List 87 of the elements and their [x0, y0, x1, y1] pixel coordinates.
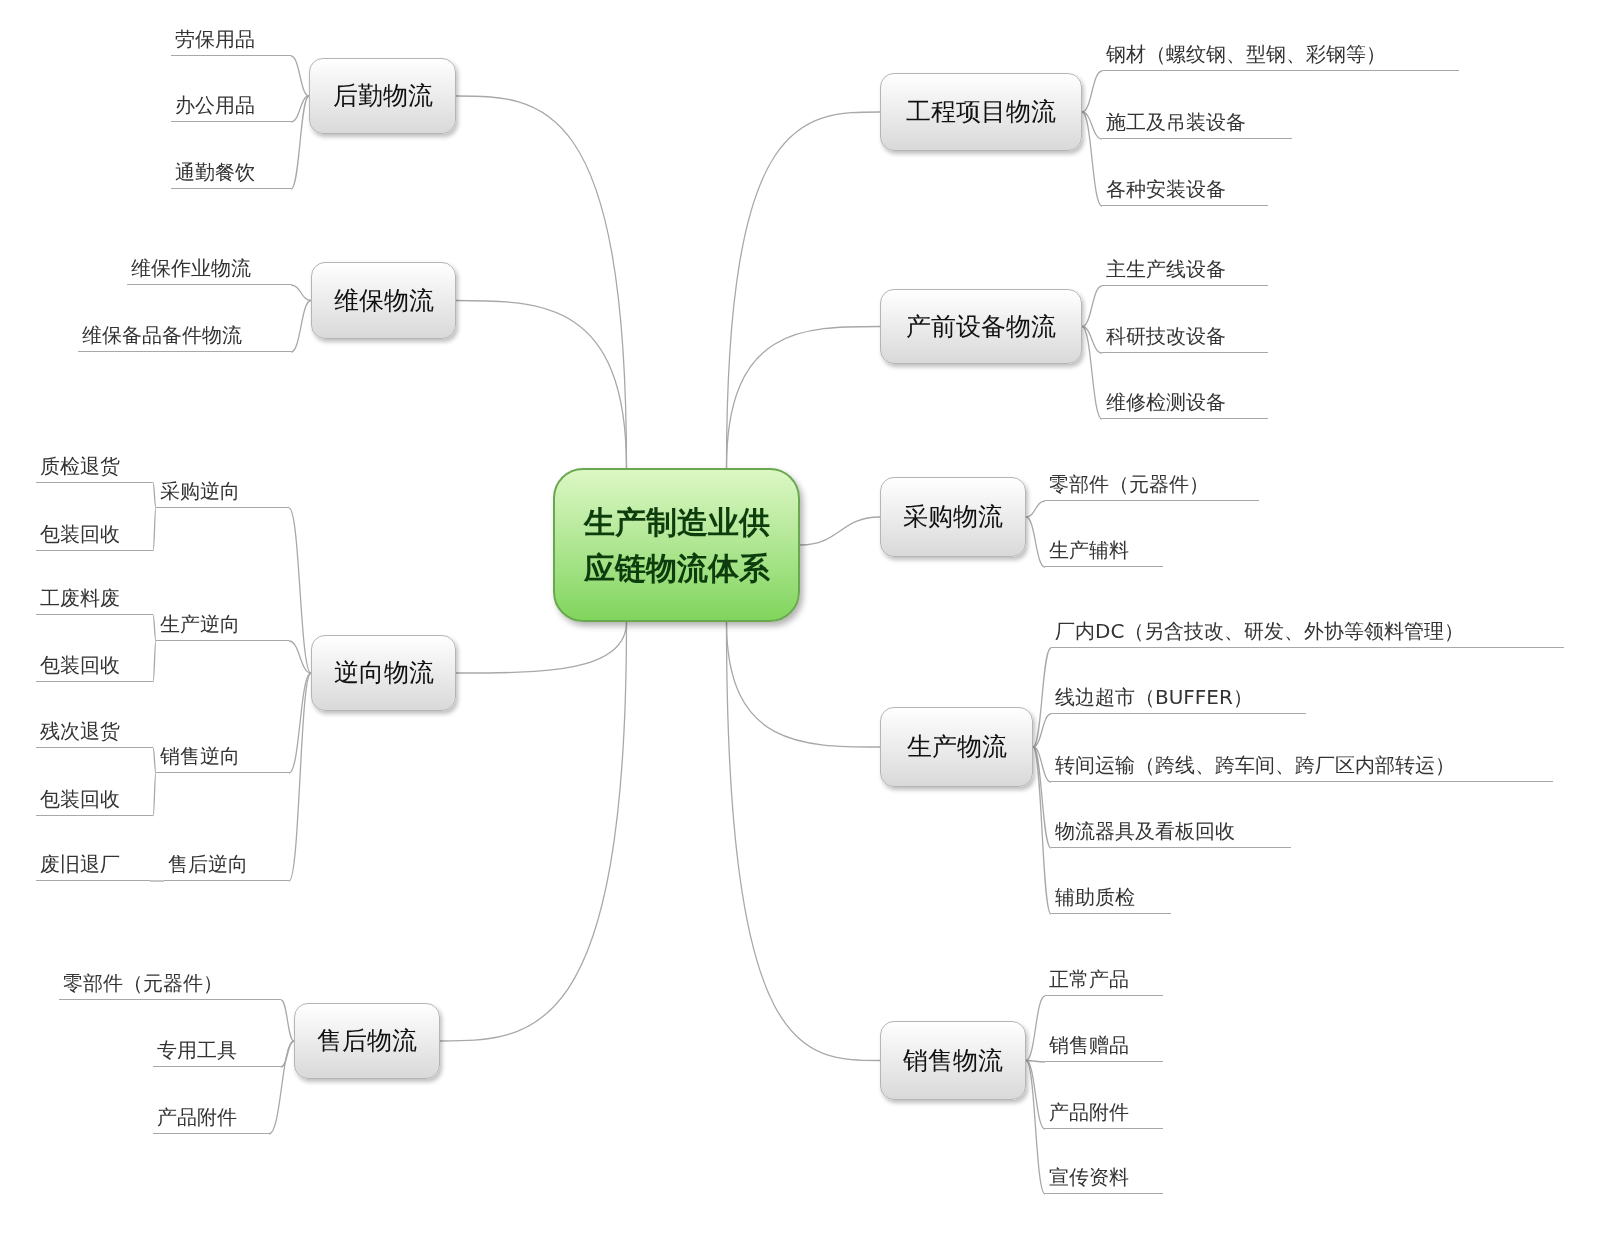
subtopic-label: 包装回收 [36, 780, 153, 816]
subtopic-label: 各种安装设备 [1102, 170, 1268, 206]
subtopic-label: 宣传资料 [1045, 1158, 1163, 1194]
topic-box: 售后物流 [294, 1003, 440, 1079]
connector-line [1025, 1059, 1046, 1195]
subtopic-label: 销售逆向 [156, 737, 289, 773]
connector-line [152, 482, 157, 509]
central-topic: 生产制造业供应链物流体系 [553, 468, 800, 622]
subtopic-label: 线边超市（BUFFER） [1051, 678, 1306, 714]
subtopic-label: 产品附件 [153, 1098, 269, 1134]
subtopic-label: 销售赠品 [1045, 1026, 1163, 1062]
subtopic-label: 维修检测设备 [1102, 383, 1268, 419]
connector-line [725, 325, 881, 469]
connector-line [1025, 1059, 1046, 1130]
subtopic-label: 残次退货 [36, 712, 153, 748]
connector-line [290, 299, 312, 353]
connector-line [1081, 325, 1103, 420]
connector-line [149, 880, 165, 882]
connector-line [1032, 746, 1052, 849]
subtopic-label: 生产逆向 [156, 605, 289, 641]
connector-line [288, 640, 312, 674]
subtopic-label: 辅助质检 [1051, 878, 1171, 914]
subtopic-label: 办公用品 [171, 86, 291, 122]
subtopic-label: 通勤餐饮 [171, 153, 291, 189]
topic-box: 工程项目物流 [880, 73, 1082, 151]
connector-line [152, 507, 157, 552]
topic-box: 后勤物流 [309, 58, 456, 134]
subtopic-label: 维保作业物流 [127, 249, 291, 285]
subtopic-label: 转间运输（跨线、跨车间、跨厂区内部转运） [1051, 746, 1553, 782]
connector-line [152, 640, 157, 683]
connector-line [1032, 746, 1052, 915]
subtopic-label: 施工及吊装设备 [1102, 103, 1292, 139]
subtopic-label: 包装回收 [36, 515, 153, 551]
topic-box: 销售物流 [880, 1021, 1026, 1100]
subtopic-label: 产品附件 [1045, 1093, 1163, 1129]
subtopic-label: 主生产线设备 [1102, 250, 1268, 286]
subtopic-label: 零部件（元器件） [59, 964, 281, 1000]
subtopic-label: 零部件（元器件） [1045, 465, 1259, 501]
subtopic-label: 废旧退厂 [36, 845, 150, 881]
connector-line [268, 1040, 295, 1135]
connector-line [1081, 325, 1103, 354]
subtopic-label: 科研技改设备 [1102, 317, 1268, 353]
topic-box: 产前设备物流 [880, 289, 1082, 364]
subtopic-label: 厂内DC（另含技改、研发、外协等领料管理） [1051, 612, 1564, 648]
connector-line [288, 672, 312, 774]
connector-line [290, 95, 310, 190]
topic-box: 维保物流 [311, 262, 456, 339]
connector-line [1025, 995, 1046, 1062]
connector-line [1081, 285, 1103, 328]
connector-line [152, 614, 157, 642]
connector-line [1025, 1059, 1046, 1063]
connector-line [439, 621, 628, 1042]
connector-line [290, 95, 310, 123]
subtopic-label: 售后逆向 [164, 845, 289, 881]
topic-box: 逆向物流 [311, 635, 456, 711]
connector-line [1081, 70, 1103, 113]
connector-line [1025, 500, 1046, 518]
connector-line [1032, 713, 1052, 748]
connector-line [288, 672, 312, 882]
subtopic-label: 劳保用品 [171, 20, 291, 56]
subtopic-label: 物流器具及看板回收 [1051, 812, 1291, 848]
connector-line [288, 507, 312, 674]
subtopic-label: 工废料废 [36, 579, 153, 615]
connector-line [152, 747, 157, 774]
subtopic-label: 质检退货 [36, 447, 153, 483]
connector-line [725, 621, 881, 1062]
subtopic-label: 采购逆向 [156, 472, 289, 508]
subtopic-label: 钢材（螺纹钢、型钢、彩钢等） [1102, 35, 1459, 71]
subtopic-label: 正常产品 [1045, 960, 1163, 996]
connector-line [1081, 111, 1103, 207]
topic-box: 生产物流 [880, 707, 1033, 787]
subtopic-label: 生产辅料 [1045, 531, 1163, 567]
connector-line [290, 55, 310, 97]
connector-line [1081, 111, 1103, 140]
connector-line [290, 284, 312, 302]
connector-line [280, 999, 295, 1042]
connector-line [1025, 516, 1046, 568]
connector-line [455, 299, 628, 469]
connector-line [799, 516, 881, 546]
subtopic-label: 专用工具 [153, 1031, 281, 1067]
connector-line [1032, 647, 1052, 748]
connector-line [280, 1040, 295, 1068]
subtopic-label: 包装回收 [36, 646, 153, 682]
connector-line [152, 772, 157, 817]
topic-box: 采购物流 [880, 477, 1026, 557]
subtopic-label: 维保备品备件物流 [78, 316, 291, 352]
connector-line [1032, 746, 1052, 783]
